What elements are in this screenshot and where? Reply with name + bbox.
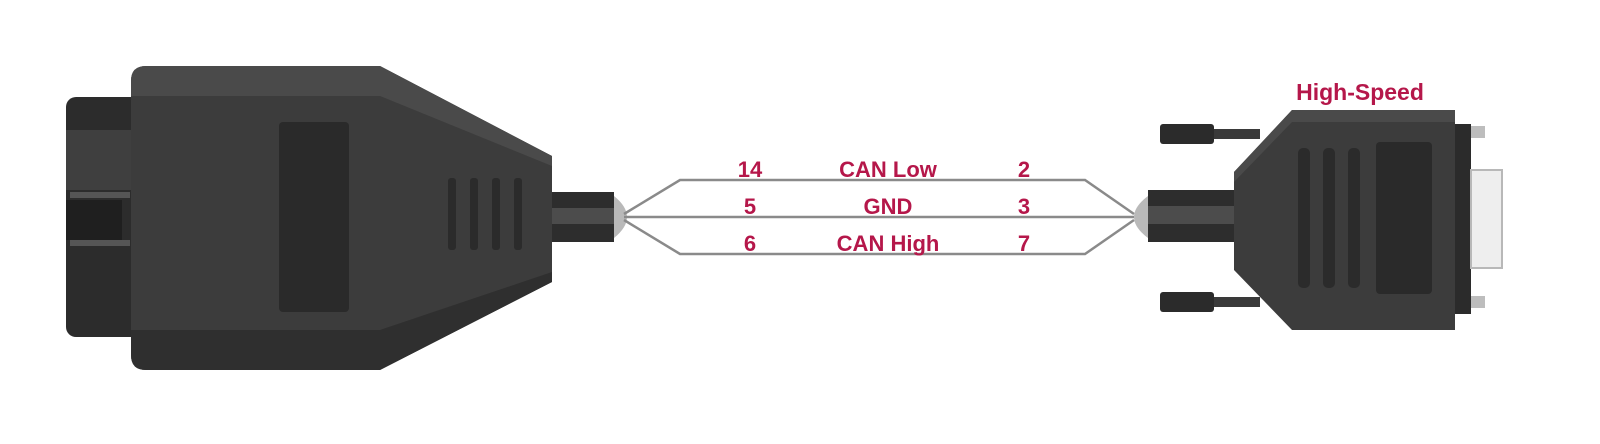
right-pin-label: 2 bbox=[1018, 157, 1030, 182]
left-pin-label: 5 bbox=[744, 194, 756, 219]
right-pin-label: 3 bbox=[1018, 194, 1030, 219]
wire-can-high bbox=[623, 218, 1135, 256]
wire-can-low bbox=[623, 178, 1135, 216]
connector-label: High-Speed bbox=[1296, 79, 1424, 105]
left-pin-label: 14 bbox=[738, 157, 763, 182]
right-pin-label: 7 bbox=[1018, 231, 1030, 256]
signal-label: GND bbox=[864, 194, 913, 219]
signal-label: CAN High bbox=[837, 231, 940, 256]
left-pin-label: 6 bbox=[744, 231, 756, 256]
obd2-connector-icon bbox=[66, 66, 627, 370]
db9-connector-icon bbox=[1134, 110, 1503, 330]
signal-label: CAN Low bbox=[839, 157, 938, 182]
wire-bundle bbox=[623, 178, 1135, 256]
